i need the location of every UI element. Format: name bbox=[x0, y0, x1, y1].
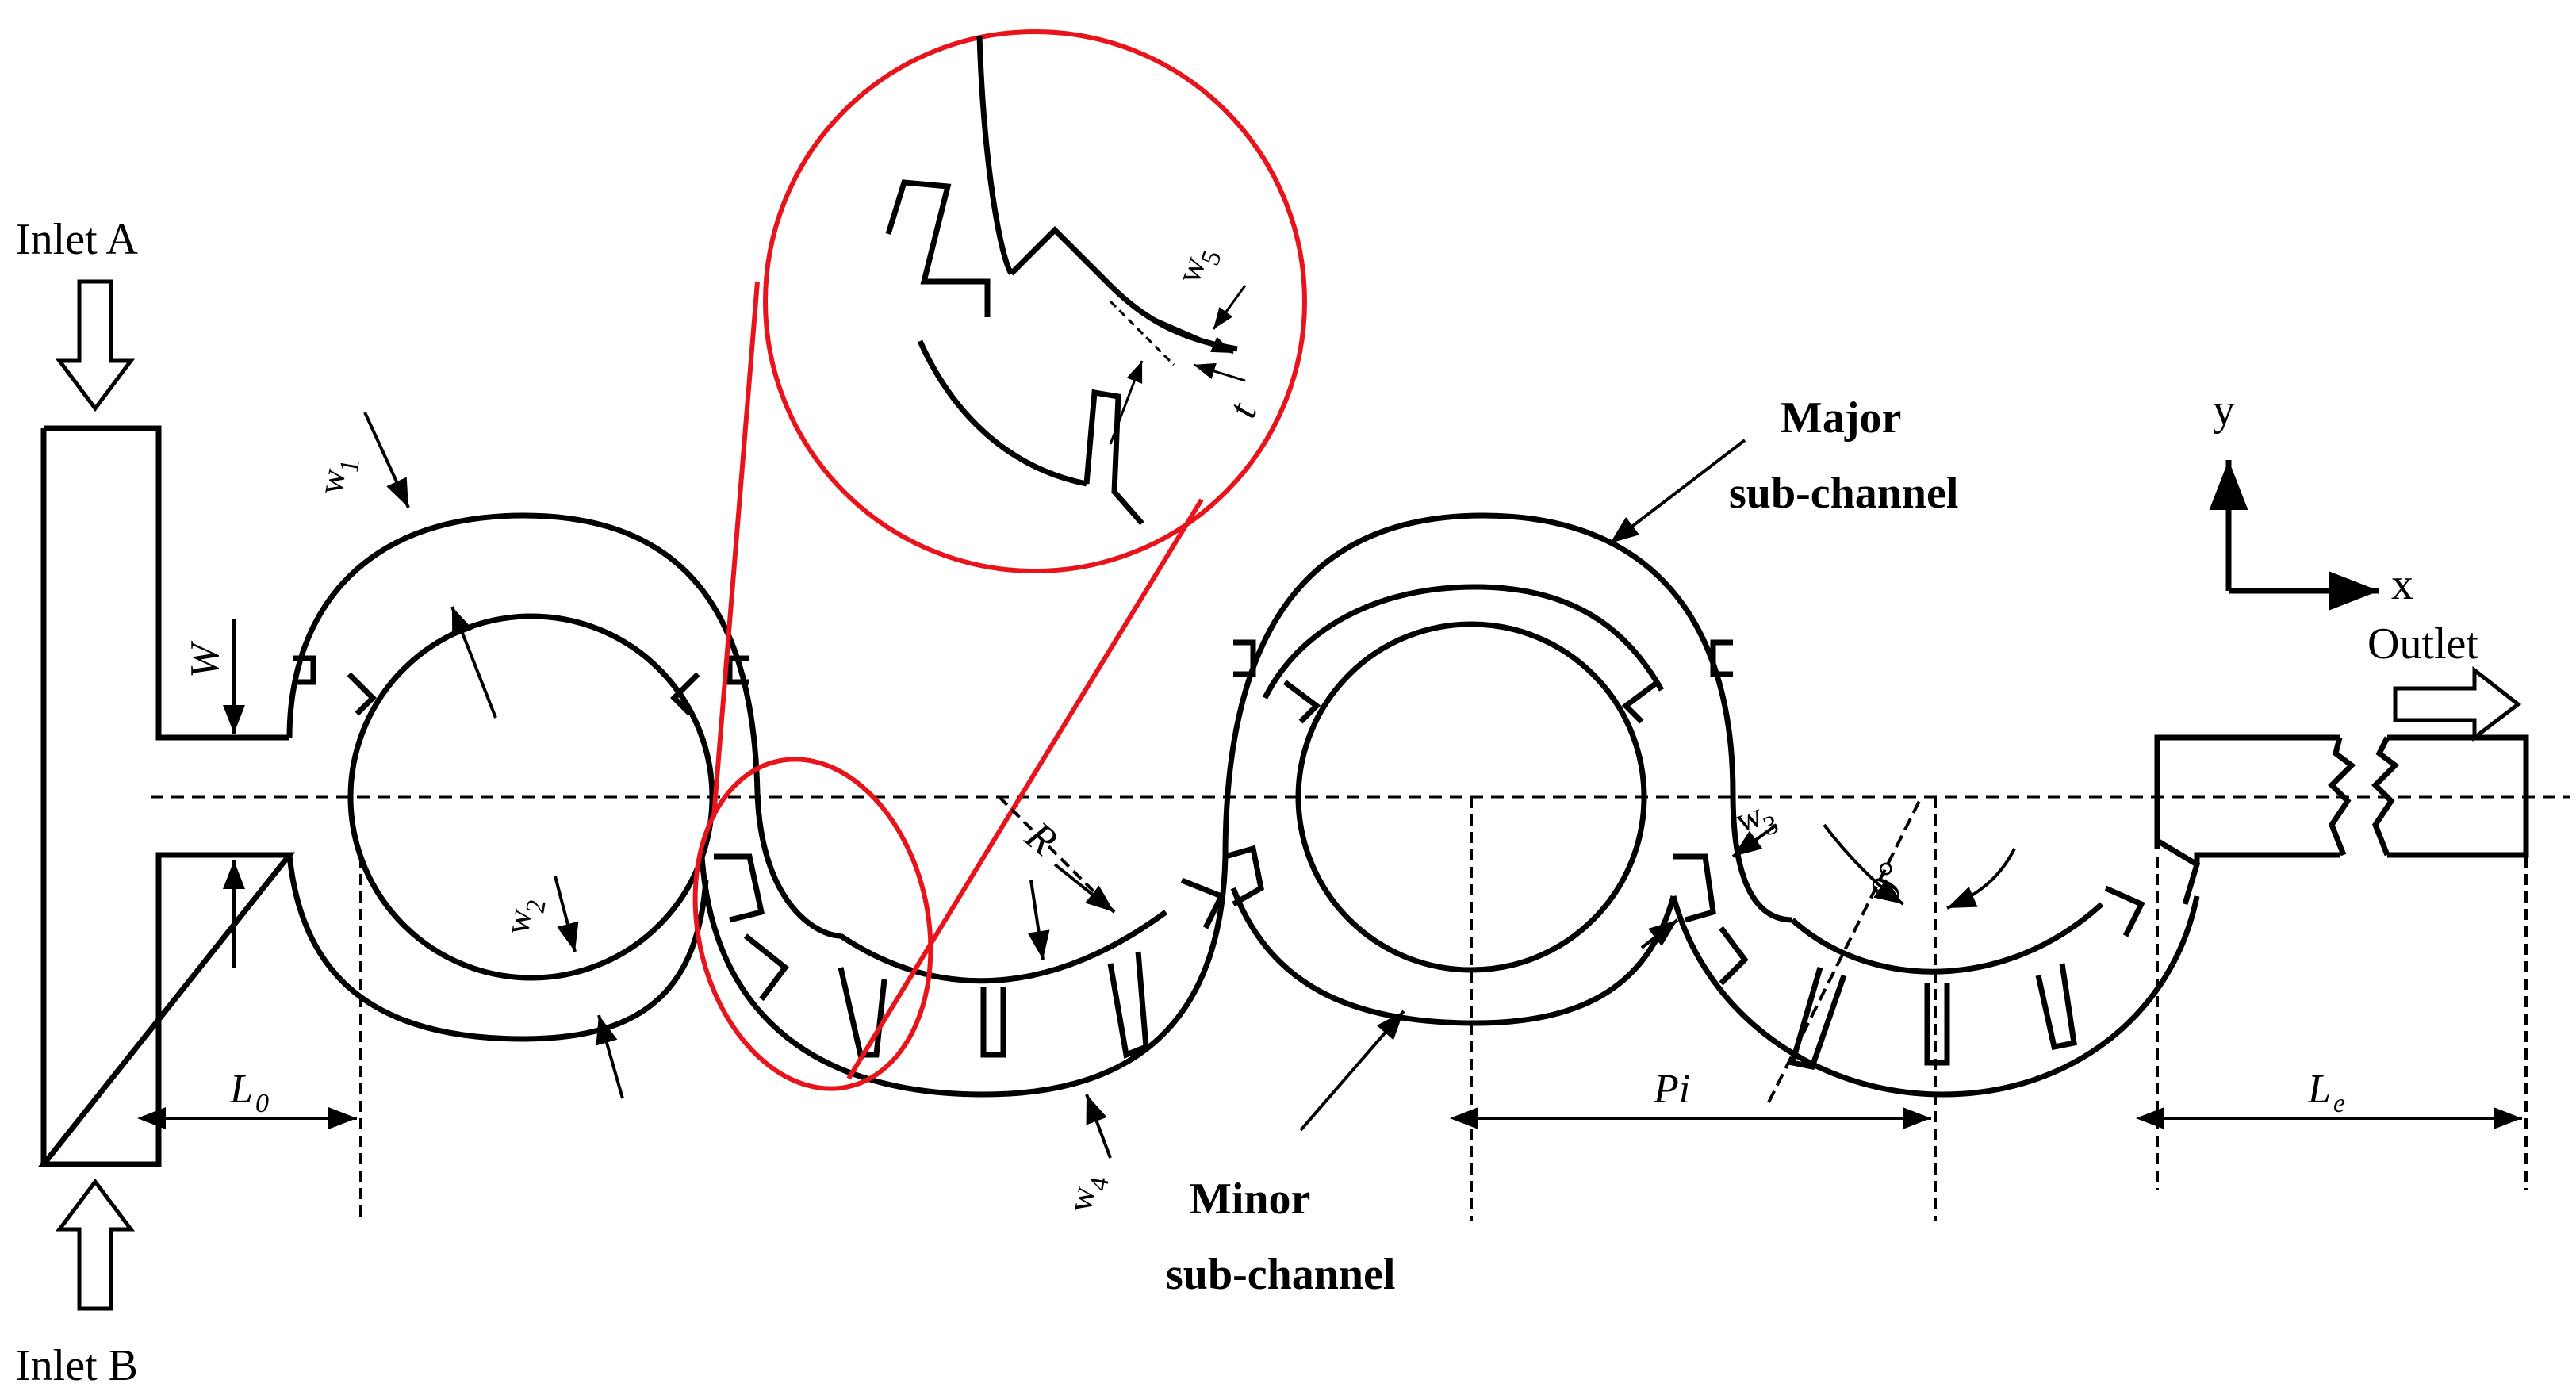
svg-text:4: 4 bbox=[1083, 1175, 1114, 1193]
dim-l0-label: L 0 bbox=[229, 1067, 269, 1118]
svg-text:L: L bbox=[229, 1067, 253, 1112]
svg-text:L: L bbox=[2307, 1067, 2331, 1112]
mixing-unit-1 bbox=[286, 512, 761, 1042]
inlet-b-arrow bbox=[56, 1178, 135, 1311]
dim-t-label: t bbox=[1220, 397, 1267, 424]
svg-text:3: 3 bbox=[1759, 810, 1782, 842]
outlet-arrow bbox=[2393, 665, 2522, 742]
mixing-unit-2 bbox=[699, 792, 1264, 1098]
zoom-highlight bbox=[692, 29, 1307, 1091]
inlet-b-label: Inlet B bbox=[16, 1341, 138, 1390]
svg-text:2: 2 bbox=[520, 897, 551, 915]
mixing-unit-3 bbox=[1222, 512, 1736, 1026]
svg-text:e: e bbox=[2333, 1089, 2345, 1118]
dim-theta-label: θ° bbox=[1862, 857, 1917, 907]
dim-w2-label: w 2 bbox=[497, 897, 552, 937]
minor-label-line1: Minor bbox=[1190, 1175, 1310, 1224]
zoom-detail bbox=[885, 35, 1238, 526]
inlet-manifold bbox=[37, 425, 296, 1167]
major-label-line1: Major bbox=[1781, 393, 1901, 443]
axis-x-label: x bbox=[2391, 560, 2413, 609]
outlet-channel bbox=[2154, 734, 2529, 864]
dim-w1-label: w 1 bbox=[311, 457, 366, 496]
zoom-dimension-lines bbox=[1109, 285, 1247, 445]
dim-pi-label: Pi bbox=[1653, 1067, 1690, 1112]
dim-w-label: W bbox=[182, 640, 228, 678]
outlet-label: Outlet bbox=[2367, 619, 2478, 669]
svg-text:1: 1 bbox=[334, 457, 365, 475]
inlet-a-arrow bbox=[56, 279, 135, 412]
dim-w5-label: w 5 bbox=[1168, 247, 1227, 288]
axis-indicator bbox=[2209, 460, 2379, 611]
svg-text:0: 0 bbox=[255, 1089, 269, 1118]
minor-label-line2: sub-channel bbox=[1166, 1250, 1395, 1299]
inlet-a-label: Inlet A bbox=[16, 215, 139, 264]
dimension-lines bbox=[137, 412, 2528, 1221]
major-label-line2: sub-channel bbox=[1729, 469, 1958, 518]
dim-le-label: L e bbox=[2307, 1067, 2345, 1118]
dim-r-label: R bbox=[1017, 813, 1066, 864]
axis-y-label: y bbox=[2213, 385, 2235, 435]
dim-w4-label: w 4 bbox=[1060, 1175, 1115, 1214]
